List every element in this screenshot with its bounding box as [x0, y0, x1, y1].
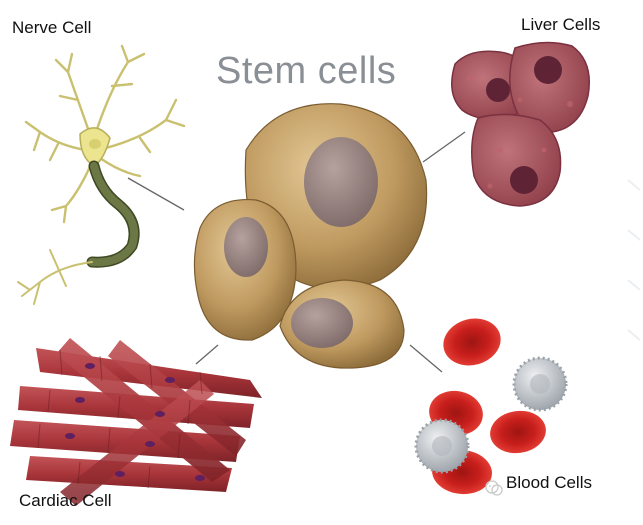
liver-cells-label: Liver Cells — [521, 15, 600, 35]
connector-nerve — [128, 178, 184, 210]
connector-blood — [410, 345, 442, 372]
connector-liver — [423, 132, 465, 162]
liver-cells-illustration — [452, 42, 590, 206]
white-blood-cell — [416, 420, 468, 472]
blood-cells-illustration — [416, 312, 566, 496]
diagram-title: Stem cells — [216, 50, 396, 93]
cardiac-cell-label: Cardiac Cell — [19, 491, 112, 511]
chat-watermark-icon — [484, 478, 504, 498]
nerve-cell-label: Nerve Cell — [12, 18, 91, 38]
blood-cells-label: Blood Cells — [506, 473, 592, 493]
connector-cardiac — [196, 345, 218, 364]
background-decoration — [628, 180, 640, 340]
white-blood-cell — [514, 358, 566, 410]
cardiac-muscle-illustration — [10, 338, 262, 506]
nerve-cell-illustration — [18, 46, 184, 304]
stem-cells-cluster — [194, 104, 426, 368]
